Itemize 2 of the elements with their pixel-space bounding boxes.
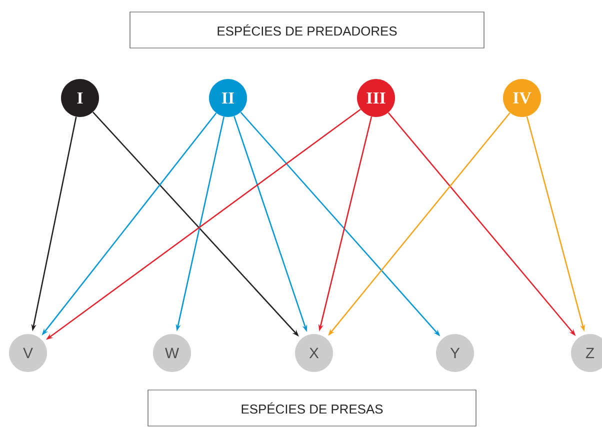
title-box: ESPÉCIES DE PREDADORES <box>130 12 484 48</box>
title-box: ESPÉCIES DE PRESAS <box>148 390 476 426</box>
